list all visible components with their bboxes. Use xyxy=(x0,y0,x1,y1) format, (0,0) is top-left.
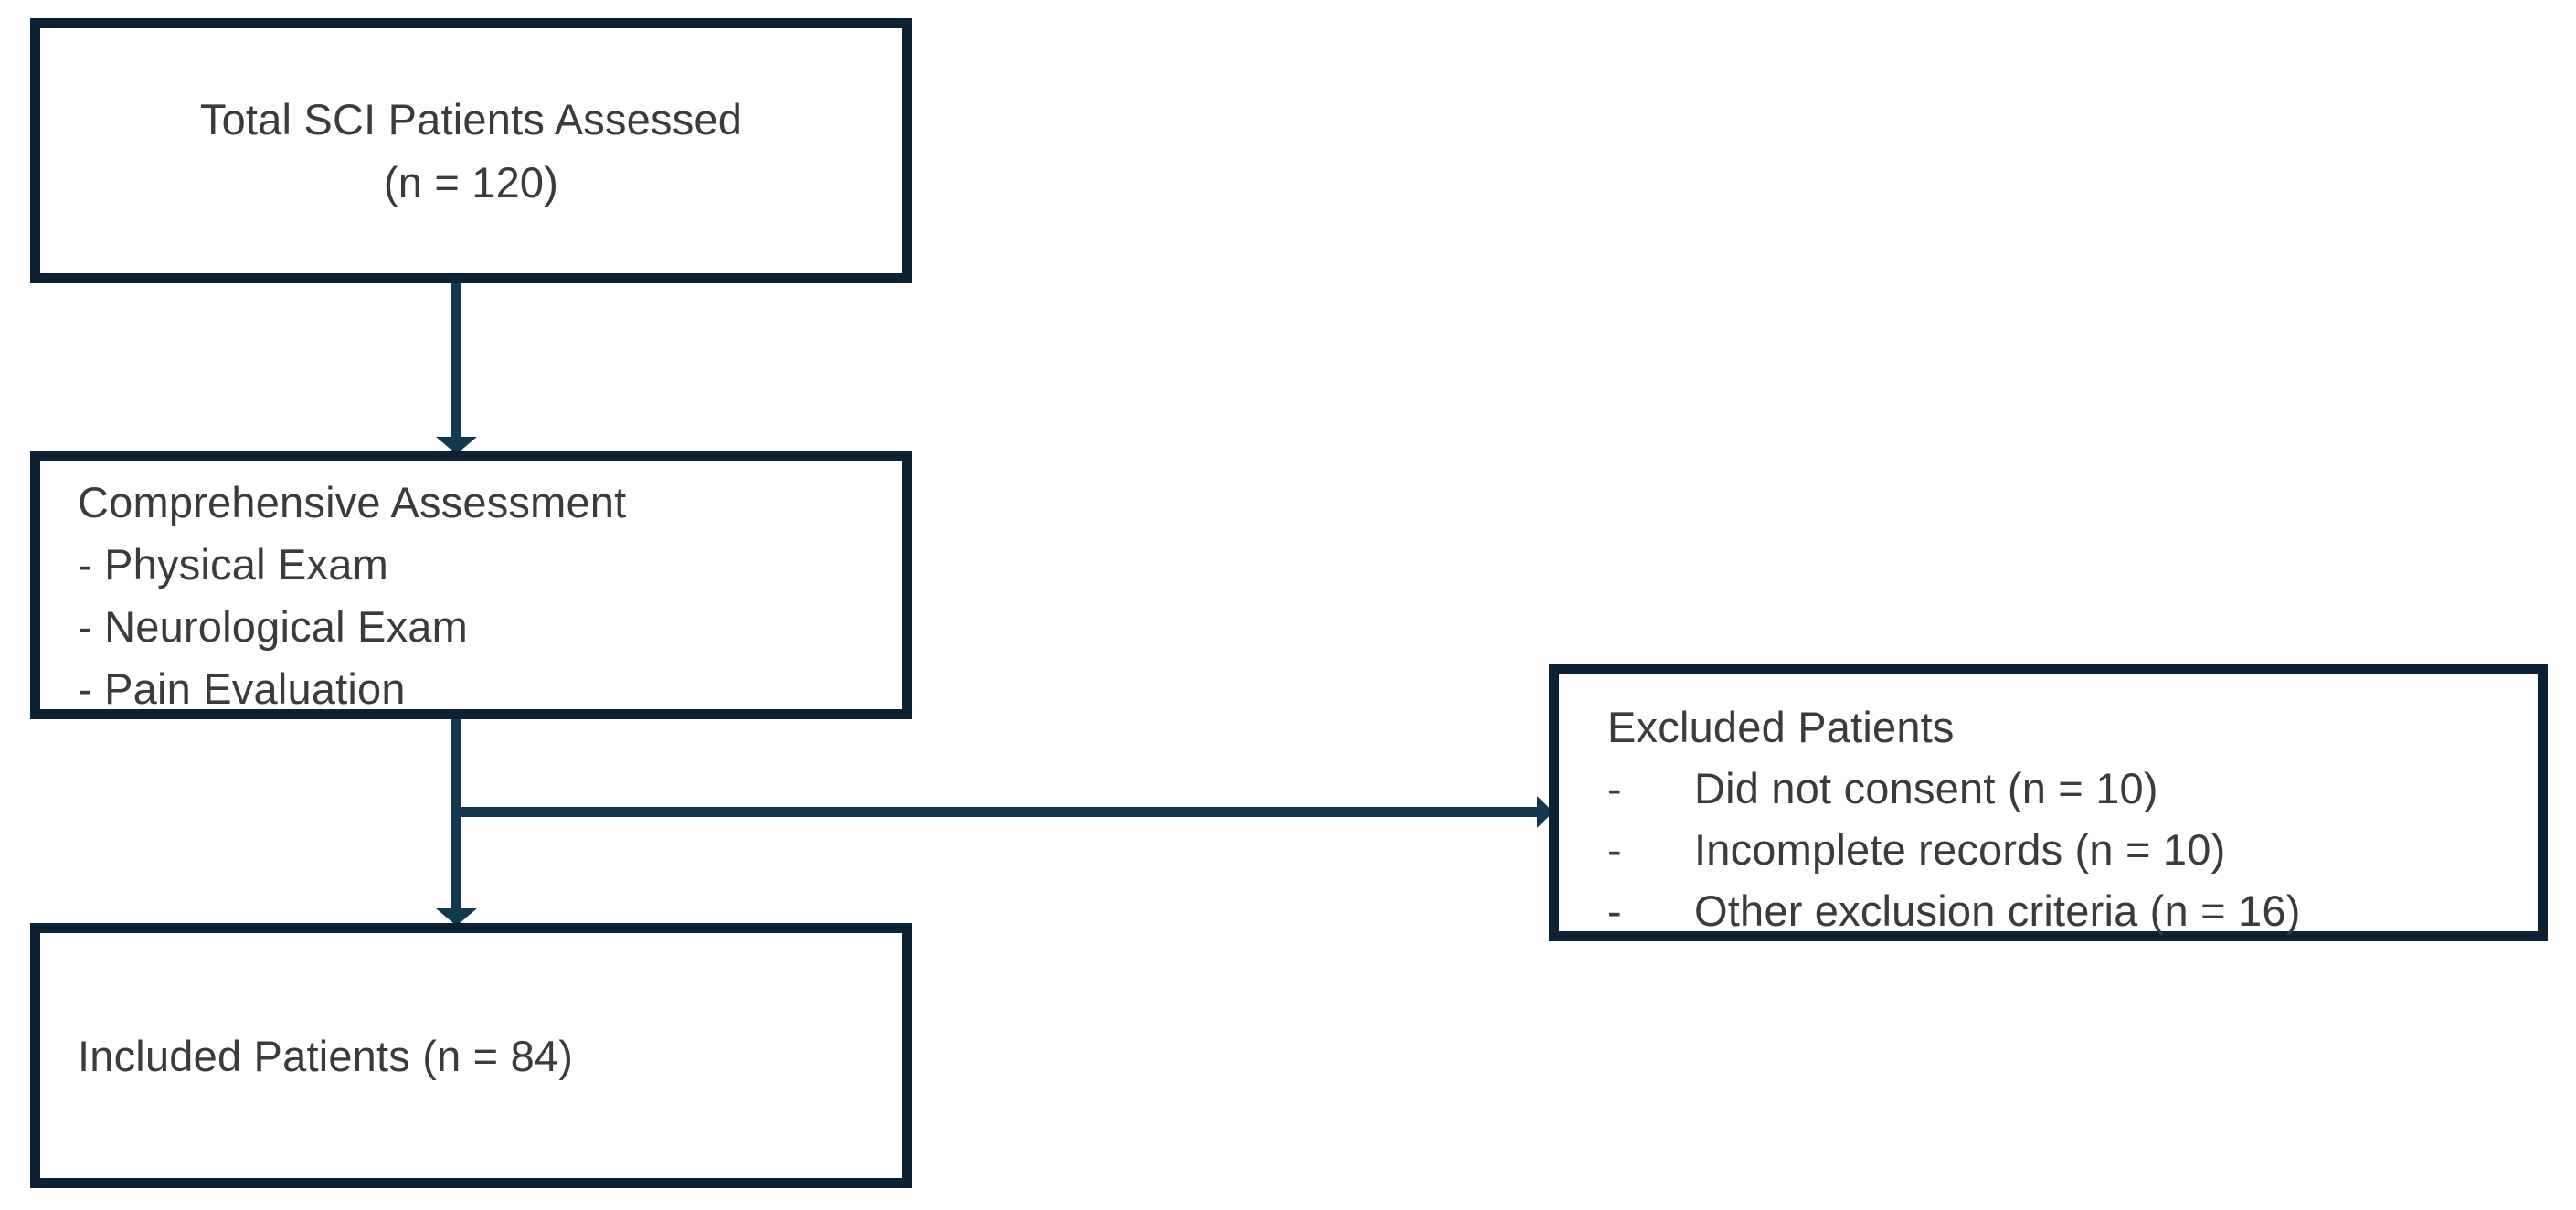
node-comprehensive-assessment: Comprehensive Assessment - Physical Exam… xyxy=(30,451,912,719)
node-assessment-item-neurological-exam: - Neurological Exam xyxy=(78,602,468,651)
bullet-dash-icon: - xyxy=(1607,886,1622,935)
node-excluded-bullet-incomplete-records: - Incomplete records (n = 10) xyxy=(1607,828,2538,871)
node-excluded-bullet-did-not-consent: - Did not consent (n = 10) xyxy=(1607,767,2538,810)
bullet-dash-icon: - xyxy=(1607,764,1622,812)
node-total-sci-patients-assessed: Total SCI Patients Assessed (n = 120) xyxy=(30,18,912,283)
node-assessed-line-1: Total SCI Patients Assessed xyxy=(199,95,743,143)
bullet-label: Did not consent (n = 10) xyxy=(1694,764,2158,812)
bullet-label: Other exclusion criteria (n = 16) xyxy=(1694,886,2301,935)
arrow-assessed-to-assessment xyxy=(436,283,477,454)
node-assessment-heading: Comprehensive Assessment xyxy=(78,478,627,526)
node-included-patients: Included Patients (n = 84) xyxy=(30,923,912,1188)
arrow-assessment-to-excluded xyxy=(456,796,1553,828)
node-assessment-item-pain-evaluation: - Pain Evaluation xyxy=(78,664,406,713)
bullet-dash-icon: - xyxy=(1607,825,1622,874)
node-included-label: Included Patients (n = 84) xyxy=(78,1031,574,1080)
node-excluded-bullet-other-exclusion-criteria: - Other exclusion criteria (n = 16) xyxy=(1607,889,2538,932)
node-excluded-patients: Excluded Patients - Did not consent (n =… xyxy=(1549,664,2548,941)
arrow-assessment-to-included xyxy=(436,719,477,926)
node-assessment-item-physical-exam: - Physical Exam xyxy=(78,540,388,589)
node-excluded-heading: Excluded Patients xyxy=(1607,703,1955,751)
bullet-label: Incomplete records (n = 10) xyxy=(1694,825,2226,874)
node-assessed-line-2: (n = 120) xyxy=(383,158,559,207)
